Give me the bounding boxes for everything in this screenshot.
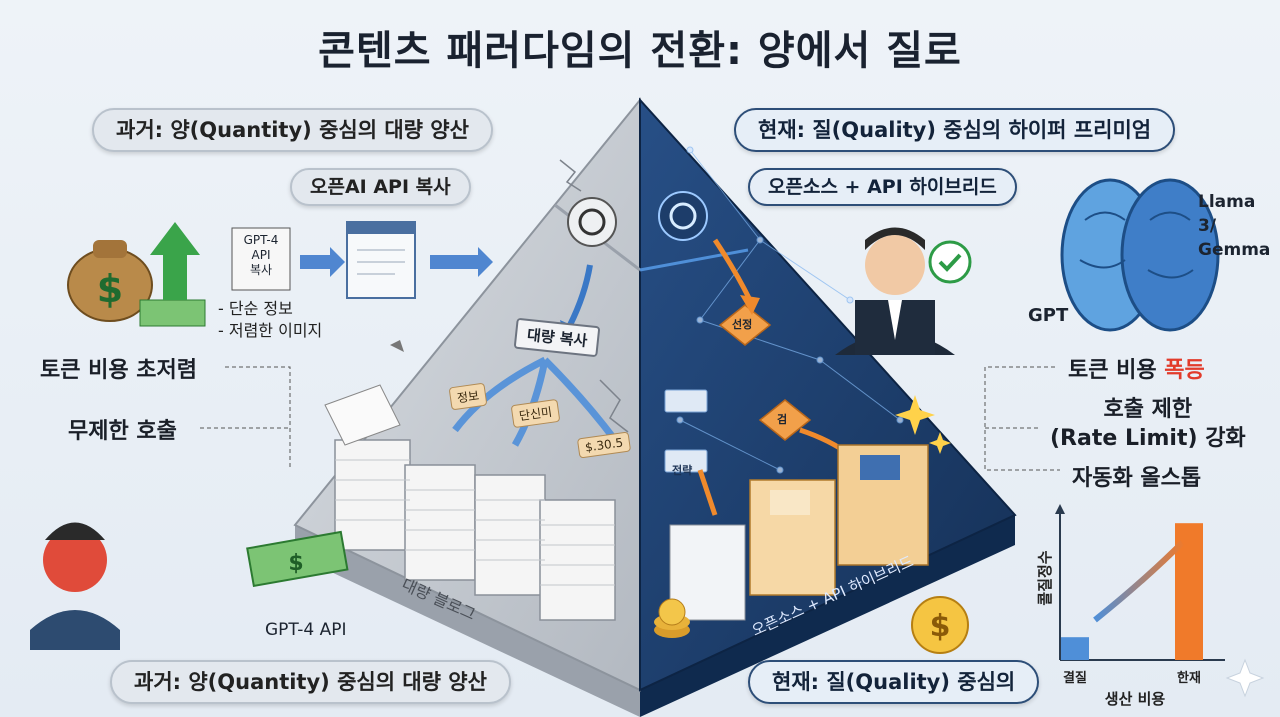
flow-tag-strategy: 전략 (672, 464, 693, 477)
past-footer: 과거: 양(Quantity) 중심의 대량 양산 (110, 660, 511, 704)
past-header: 과거: 양(Quantity) 중심의 대량 양산 (92, 108, 493, 152)
rate-limit-label: 호출 제한 (Rate Limit) 강화 (1050, 397, 1246, 451)
hybrid-label: 오픈소스 + API 하이브리드 (748, 168, 1017, 206)
svg-text:$: $ (97, 267, 123, 311)
chart-category-label-0: 결질 (1063, 670, 1087, 686)
check-icon (928, 240, 972, 284)
openai-logo-icon-left (567, 197, 617, 247)
document-icon (346, 221, 416, 299)
paper-stacks-past (334, 439, 616, 621)
token-cost-surge: 토큰 비용 폭등 (1068, 358, 1205, 383)
chart-ylabel: 콜질정수 (1036, 550, 1054, 605)
present-footer: 현재: 질(Quality) 중심의 (748, 660, 1040, 704)
flying-paper (324, 384, 401, 446)
svg-text:$: $ (930, 609, 951, 644)
money-bag-icon: $ (67, 240, 206, 327)
coin-icon (654, 596, 969, 654)
arrow-up-icon (150, 222, 200, 300)
svg-text:$: $ (288, 551, 303, 576)
openai-logo-icon-right (658, 191, 708, 241)
auto-stop-label: 자동화 올스톱 (1072, 466, 1202, 491)
token-cost-cheap: 토큰 비용 초저렴 (40, 358, 197, 383)
unlimited-calls: 무제한 호출 (68, 419, 177, 444)
money-stack-icon: $ (246, 530, 349, 588)
flow-tag-check: 검 (777, 413, 788, 426)
arrow-right-icon (300, 247, 345, 277)
chart-trend-arrow (1093, 537, 1188, 623)
chart-xlabel: 생산 비용 (1105, 690, 1166, 708)
gpt4-api-label: GPT-4 API (265, 620, 347, 640)
page-title: 콘텐츠 패러다임의 전환: 양에서 질로 (318, 28, 962, 74)
stressed-person-icon (30, 522, 120, 650)
flowchart-present (718, 304, 812, 441)
brain-icon (1060, 178, 1220, 332)
chart-category-label-1: 한재 (1177, 670, 1201, 686)
businessman-icon (835, 227, 955, 355)
gpt-box-text: GPT-4 API 복사 (243, 233, 279, 277)
flow-tag-select: 선정 (732, 318, 753, 331)
chart-bar-0 (1061, 637, 1089, 660)
brain-left-label: GPT (1028, 305, 1069, 326)
present-header: 현재: 질(Quality) 중심의 하이퍼 프리미엄 (734, 108, 1176, 152)
sparkle-icon (895, 395, 951, 454)
pyramid-base-left (295, 525, 640, 717)
gpt-box (231, 227, 291, 291)
cost-chart: 결질 한재 콜질정수 생산 비용 (1036, 504, 1225, 708)
brain-right-label: Llama 3/ Gemma (1198, 192, 1271, 260)
past-bullets: - 단순 정보 - 저렴한 이미지 (218, 299, 323, 340)
api-copy-label: 오픈AI API 복사 (290, 168, 471, 206)
arrow-right-icon (430, 247, 493, 277)
